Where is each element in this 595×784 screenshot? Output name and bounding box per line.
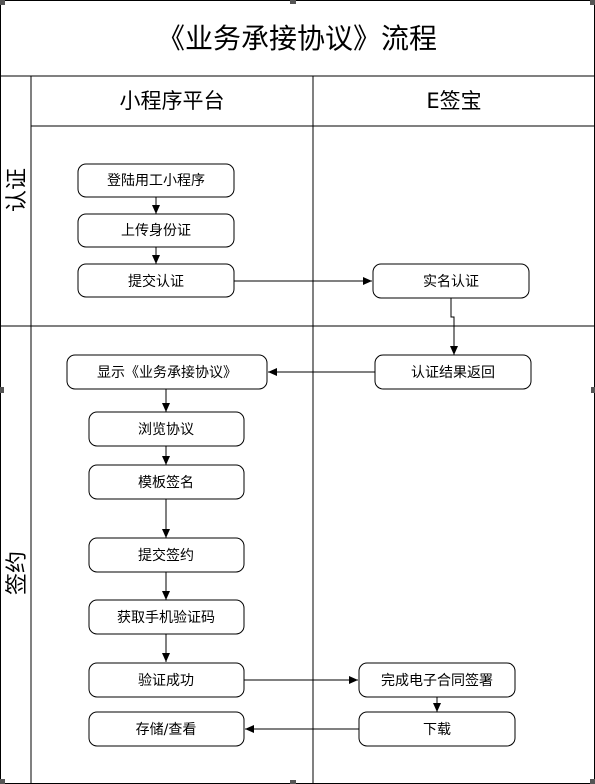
node-submit-auth[interactable]: 提交认证 — [77, 263, 235, 298]
node-real-name-auth[interactable]: 实名认证 — [372, 263, 530, 299]
selection-handle — [590, 779, 595, 784]
column-header-mini-program: 小程序平台 — [120, 89, 225, 113]
node-download[interactable]: 下载 — [358, 711, 516, 747]
selection-handle — [590, 0, 595, 5]
node-label: 浏览协议 — [138, 422, 194, 438]
node-verify-ok[interactable]: 验证成功 — [88, 662, 245, 698]
node-get-code[interactable]: 获取手机验证码 — [88, 599, 245, 635]
node-browse[interactable]: 浏览协议 — [88, 411, 245, 447]
node-label: 验证成功 — [138, 673, 194, 689]
selection-handle — [0, 387, 4, 393]
node-label: 下载 — [423, 722, 451, 738]
selection-handle — [0, 0, 5, 5]
node-label: 提交签约 — [138, 547, 194, 564]
node-label: 完成电子合同签署 — [381, 672, 493, 689]
node-complete-contract[interactable]: 完成电子合同签署 — [358, 662, 516, 698]
node-label: 提交认证 — [128, 273, 184, 290]
lane-label-auth: 认证 — [5, 168, 30, 212]
node-label: 显示《业务承接协议》 — [97, 364, 237, 381]
node-template-sign[interactable]: 模板签名 — [88, 464, 245, 500]
selection-handle — [290, 780, 296, 784]
node-label: 认证结果返回 — [411, 365, 495, 381]
node-store-view[interactable]: 存储/查看 — [88, 711, 245, 747]
column-header-esign: E签宝 — [426, 89, 481, 113]
node-label: 获取手机验证码 — [117, 610, 215, 626]
node-upload-id[interactable]: 上传身份证 — [77, 213, 235, 248]
node-label: 模板签名 — [138, 474, 194, 491]
node-label: 登陆用工小程序 — [107, 173, 205, 189]
node-label: 存储/查看 — [136, 722, 197, 738]
node-submit-sign[interactable]: 提交签约 — [88, 537, 245, 573]
diagram-title: 《业务承接协议》流程 — [157, 22, 437, 55]
selection-handle — [290, 0, 296, 4]
node-label: 上传身份证 — [121, 223, 191, 239]
node-show-agreement[interactable]: 显示《业务承接协议》 — [66, 354, 268, 390]
node-auth-result[interactable]: 认证结果返回 — [374, 354, 532, 390]
selection-handle — [591, 387, 595, 393]
node-login[interactable]: 登陆用工小程序 — [77, 163, 235, 198]
arrow-realname-to-result — [450, 298, 458, 355]
selection-handle — [0, 779, 5, 784]
node-label: 实名认证 — [423, 274, 479, 290]
lane-label-sign: 签约 — [5, 551, 30, 595]
